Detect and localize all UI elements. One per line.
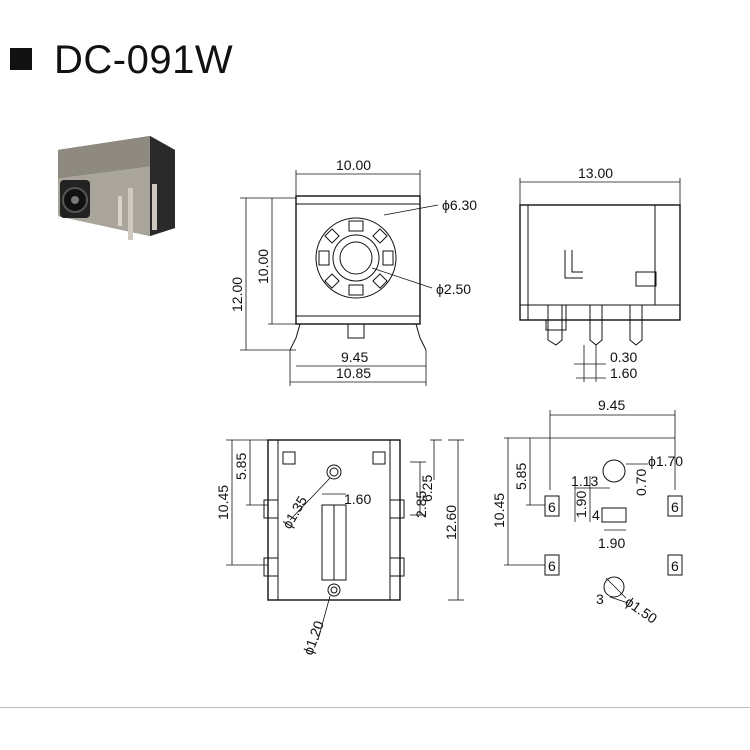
pcb-pad-3-label: 3: [596, 591, 604, 607]
pcb-pad-6-tl: 6: [548, 499, 556, 515]
front-pin-diameter-label: ϕ2.50: [436, 281, 471, 297]
front-height-body-label: 10.00: [255, 249, 271, 284]
pcb-pad-6-br: 6: [671, 558, 679, 574]
front-view: [240, 170, 439, 386]
bottom-rule: [0, 707, 750, 708]
side-pin-thickness-label: 0.30: [610, 349, 637, 365]
bottom-2-85-label: 2.85: [413, 491, 429, 518]
front-outer-diameter-label: ϕ6.30: [442, 197, 477, 213]
pcb-5-85-label: 5.85: [513, 463, 529, 490]
pcb-layout: [504, 410, 683, 604]
bottom-1-60-label: 1.60: [344, 491, 371, 507]
front-width-label: 10.00: [336, 157, 371, 173]
pcb-pad-4-label: 4: [592, 507, 600, 523]
bottom-hole-large-label: ϕ1.35: [279, 493, 311, 532]
pcb-width-label: 9.45: [598, 397, 625, 413]
pcb-1-13-label: 1.13: [571, 473, 598, 489]
side-view: [519, 178, 681, 382]
bottom-12-60-label: 12.60: [443, 505, 459, 540]
bottom-view: [226, 439, 464, 641]
title-bullet: [10, 48, 32, 70]
bottom-10-45-label: 10.45: [215, 485, 231, 520]
product-photo: [58, 136, 175, 240]
pcb-hole-1-50-label: ϕ1.50: [622, 593, 660, 626]
bottom-hole-small-label: ϕ1.20: [300, 618, 327, 657]
pcb-pad-6-bl: 6: [548, 558, 556, 574]
page-title: DC-091W: [54, 38, 234, 82]
front-pin-span-outer-label: 10.85: [336, 365, 371, 381]
pcb-0-70-label: 0.70: [633, 469, 649, 496]
pcb-pad-6-tr: 6: [671, 499, 679, 515]
pcb-1-90-horizontal-label: 1.90: [598, 535, 625, 551]
pcb-hole-1-70-label: ϕ1.70: [648, 453, 683, 469]
pcb-10-45-label: 10.45: [491, 493, 507, 528]
front-height-total-label: 12.00: [229, 277, 245, 312]
front-pin-span-inner-label: 9.45: [341, 349, 368, 365]
bottom-6-25-label: 6.25: [419, 475, 435, 502]
pcb-1-90-vertical-label: 1.90: [573, 491, 589, 518]
side-length-label: 13.00: [578, 165, 613, 181]
side-pin-pitch-label: 1.60: [610, 365, 637, 381]
bottom-5-85-label: 5.85: [233, 453, 249, 480]
